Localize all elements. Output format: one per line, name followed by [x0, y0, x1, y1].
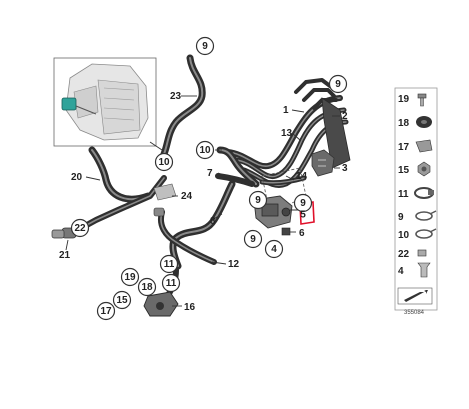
callout-c22: 22	[70, 218, 90, 238]
side-panel-number: 18	[398, 118, 410, 129]
callout-label-c11-a: 11	[164, 259, 175, 270]
callout-c4: 4	[264, 239, 284, 259]
callout-label-c9-center: 9	[255, 195, 261, 206]
bracket-3	[311, 149, 335, 177]
callout-label-c9-top: 9	[202, 41, 208, 52]
label-14: 14	[296, 171, 308, 182]
callout-label-c10-mid: 10	[158, 157, 170, 168]
expanding-rivet-icon	[417, 262, 431, 278]
callout-c9-valve: 9	[293, 193, 313, 213]
callout-label-c9-valve: 9	[300, 198, 306, 209]
label-8: 8	[210, 216, 216, 227]
label-12: 12	[228, 259, 240, 270]
callout-label-c15: 15	[116, 295, 128, 306]
label-13: 13	[281, 128, 293, 139]
grommet-icon	[416, 116, 432, 128]
screw-icon	[417, 93, 427, 107]
hose-20	[88, 146, 152, 203]
side-panel-item-17: 17	[398, 139, 433, 153]
callout-label-c17: 17	[100, 306, 112, 317]
callout-label-c4: 4	[271, 244, 277, 255]
arrow-icon	[397, 287, 433, 305]
highlighted-part-inset	[61, 97, 77, 111]
label-21: 21	[59, 250, 71, 261]
side-panel-item-4: 4	[398, 262, 431, 278]
callout-label-c18: 18	[141, 282, 153, 293]
side-panel-number: 4	[398, 266, 404, 277]
callout-c9-lower: 9	[243, 229, 263, 249]
label-3: 3	[342, 163, 348, 174]
hose-clamp-icon	[414, 187, 434, 199]
callout-label-c9-right: 9	[335, 79, 341, 90]
hose-23	[160, 54, 206, 158]
side-panel-number: 9	[398, 212, 404, 223]
plug-icon	[417, 249, 427, 257]
side-panel-number: 19	[398, 94, 410, 105]
callout-label-c22: 22	[74, 223, 86, 234]
engine-inset	[53, 57, 157, 147]
callout-c9-center: 9	[248, 190, 268, 210]
side-panel-number: 10	[398, 230, 410, 241]
callout-c10-left: 10	[195, 140, 215, 160]
callout-c18: 18	[137, 277, 157, 297]
spring-clamp-icon	[415, 228, 437, 239]
callout-c11-b: 11	[161, 273, 181, 293]
callout-c10-mid: 10	[154, 152, 174, 172]
pipe-14	[259, 175, 307, 186]
label-24: 24	[181, 191, 193, 202]
callout-c15: 15	[112, 290, 132, 310]
callout-c19: 19	[120, 267, 140, 287]
callout-c17: 17	[96, 301, 116, 321]
side-panel-item-9: 9	[398, 210, 437, 223]
label-1: 1	[283, 105, 289, 116]
side-panel-item-15: 15	[398, 161, 431, 177]
label-7: 7	[207, 168, 213, 179]
diagram-code: 355084	[404, 310, 425, 316]
side-panel-item-22: 22	[398, 249, 427, 260]
side-panel-number: 11	[398, 189, 409, 200]
callout-label-c9-lower: 9	[250, 234, 256, 245]
callout-label-c10-left: 10	[199, 145, 211, 156]
spring-clamp-icon	[415, 210, 437, 221]
callout-label-c5: 5	[300, 210, 306, 221]
side-panel-item-19: 19	[398, 93, 427, 107]
side-panel-item-11: 11	[398, 187, 434, 200]
callout-c11-a: 11	[159, 254, 179, 274]
side-panel-number: 22	[398, 249, 410, 260]
hose-10	[215, 146, 260, 188]
label-6: 6	[299, 228, 305, 239]
side-panel-item-10: 10	[398, 228, 437, 241]
callout-c9-top: 9	[195, 36, 215, 56]
callout-label-c19: 19	[124, 272, 136, 283]
label-2: 2	[342, 111, 348, 122]
side-panel-number: 17	[398, 142, 410, 153]
side-panel-number: 15	[398, 165, 410, 176]
label-23: 23	[170, 91, 182, 102]
callout-c5: 5	[300, 210, 306, 221]
hose-8	[153, 180, 236, 270]
label-16: 16	[184, 302, 196, 313]
side-panel-item-18: 18	[398, 116, 432, 129]
callout-c9-right: 9	[328, 74, 348, 94]
bracket-clip-icon	[415, 139, 433, 153]
callout-label-c11-b: 11	[166, 278, 177, 289]
coolant-pipes-1-13	[225, 78, 351, 188]
side-panel-item-arrow	[397, 287, 433, 305]
label-20: 20	[71, 172, 83, 183]
nut-icon	[417, 161, 431, 177]
